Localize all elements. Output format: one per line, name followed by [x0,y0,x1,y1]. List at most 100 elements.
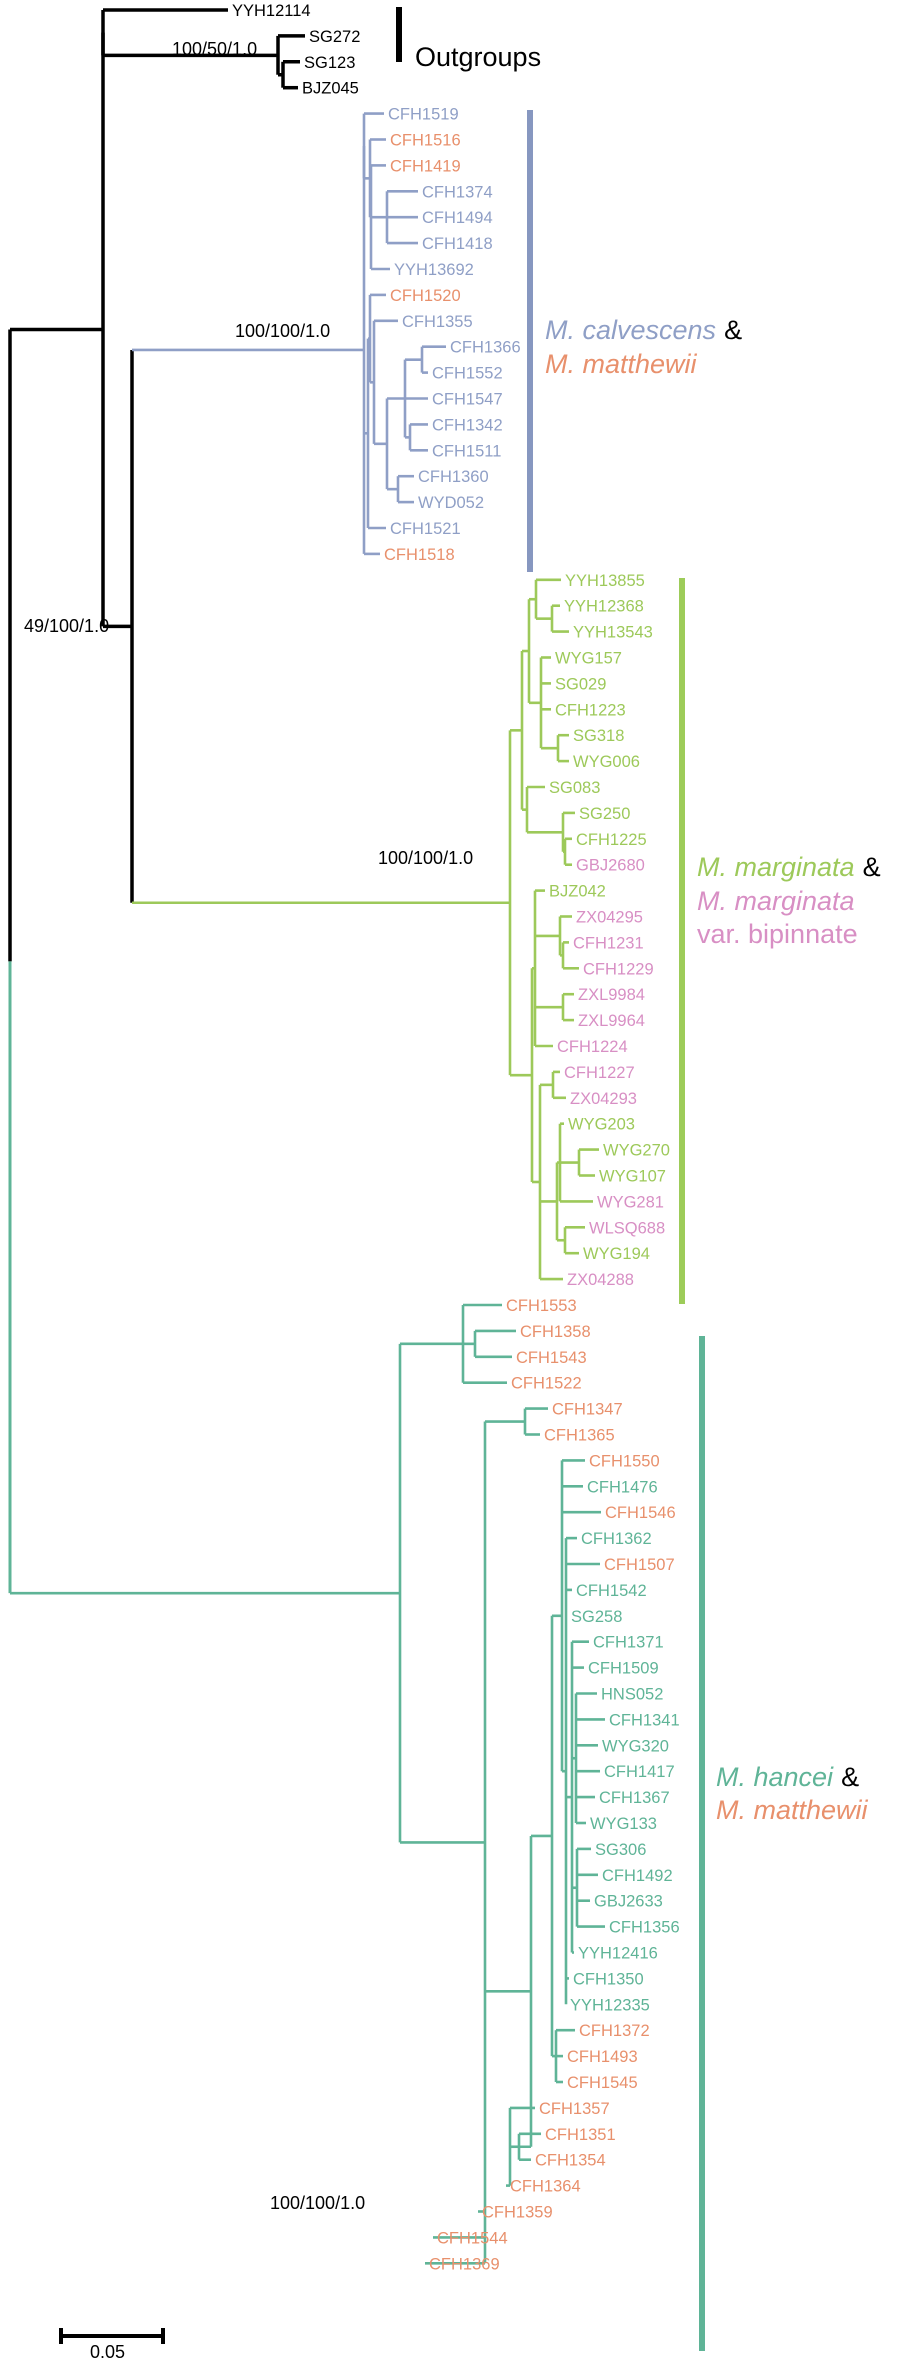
tip-label-cfh1367: CFH1367 [599,1789,670,1807]
tip-label-wyd052: WYD052 [418,494,484,512]
tip-label-yyh12416: YYH12416 [578,1945,658,1963]
tip-label-zxl9984: ZXL9984 [578,986,645,1004]
tip-label-cfh1545: CFH1545 [567,2074,638,2092]
tip-label-sg272: SG272 [309,28,360,46]
tip-label-sg083: SG083 [549,779,600,797]
scale-bar: 0.05 [59,2328,165,2359]
tip-label-cfh1342: CFH1342 [432,416,503,434]
tip-label-cfh1357: CFH1357 [539,2100,610,2118]
marginata-ampersand: & [863,852,881,882]
calvescens-taxon-name: M. calvescens [545,315,716,345]
tip-label-sg029: SG029 [555,675,606,693]
tip-label-zxl9964: ZXL9964 [578,1012,645,1030]
tip-label-sg306: SG306 [595,1841,646,1859]
marginata-variety-label: var. bipinnate [697,919,858,949]
tip-label-cfh1518: CFH1518 [384,546,455,564]
tip-label-cfh1347: CFH1347 [552,1401,623,1419]
tip-label-cfh1223: CFH1223 [555,701,626,719]
hancei-clade-label: M. hancei& [716,1762,859,1792]
tip-label-cfh1417: CFH1417 [604,1763,675,1781]
tip-label-cfh1227: CFH1227 [564,1064,635,1082]
tip-label-wyg006: WYG006 [573,753,640,771]
tip-label-wyg157: WYG157 [555,650,622,668]
marginata-clade-bar [679,578,685,1304]
tip-label-cfh1494: CFH1494 [422,209,493,227]
support-ingroup-node: 49/100/1.0 [24,616,109,636]
tip-label-cfh1511: CFH1511 [432,442,501,460]
tip-label-hns052: HNS052 [601,1686,663,1704]
tip-label-cfh1354: CFH1354 [535,2152,606,2170]
outgroups-bar [396,7,402,62]
hancei-ampersand: & [841,1762,859,1792]
tip-label-cfh1355: CFH1355 [402,313,473,331]
tip-label-cfh1350: CFH1350 [573,1970,644,1988]
tip-label-cfh1520: CFH1520 [390,287,461,305]
tip-label-cfh1359: CFH1359 [482,2204,553,2222]
outgroups-label: Outgroups [415,42,541,72]
tip-label-cfh1419: CFH1419 [390,157,461,175]
hancei-matthewii-name: M. matthewii [716,1795,869,1825]
tip-label-cfh1364: CFH1364 [510,2178,581,2196]
tip-label-sg250: SG250 [579,805,630,823]
calvescens-matthewii-name: M. matthewii [545,349,698,379]
tip-label-zx04293: ZX04293 [570,1090,637,1108]
calvescens-ampersand: & [724,315,742,345]
tip-label-wyg203: WYG203 [568,1116,635,1134]
tip-label-sg318: SG318 [573,727,624,745]
tip-label-yyh12114: YYH12114 [232,2,311,20]
tip-label-zx04288: ZX04288 [567,1271,634,1289]
support-marginata-clade: 100/100/1.0 [378,848,473,868]
tip-label-cfh1358: CFH1358 [520,1323,591,1341]
tip-label-wlsq688: WLSQ688 [589,1219,665,1237]
tip-label-cfh1369: CFH1369 [429,2255,500,2273]
tip-label-sg123: SG123 [304,54,355,72]
tip-label-yyh13855: YYH13855 [565,572,645,590]
tip-label-cfh1522: CFH1522 [511,1375,582,1393]
tip-label-cfh1507: CFH1507 [604,1556,675,1574]
tip-label-cfh1552: CFH1552 [432,365,503,383]
tip-label-cfh1476: CFH1476 [587,1478,658,1496]
hancei-clade-bar [699,1336,705,2351]
tip-label-cfh1519: CFH1519 [388,106,459,124]
tip-label-cfh1553: CFH1553 [506,1297,577,1315]
tip-label-bjz045: BJZ045 [302,80,359,98]
tip-label-cfh1544: CFH1544 [437,2229,508,2247]
marginata-clade-label: M. marginata& [697,852,881,882]
support-calvescens-clade: 100/100/1.0 [235,321,330,341]
tip-label-cfh1362: CFH1362 [581,1530,652,1548]
scale-bar-label: 0.05 [90,2342,125,2359]
tip-label-cfh1372: CFH1372 [579,2022,650,2040]
tree-branches [8,8,605,2265]
tip-label-wyg320: WYG320 [602,1737,669,1755]
tip-label-cfh1229: CFH1229 [583,960,654,978]
marginata-bipinnate-name: M. marginata [697,886,855,916]
tip-label-gbj2680: GBJ2680 [576,857,645,875]
tip-label-yyh13543: YYH13543 [573,624,653,642]
tip-label-cfh1509: CFH1509 [588,1660,659,1678]
tip-label-sg258: SG258 [571,1608,622,1626]
tip-label-cfh1516: CFH1516 [390,132,461,150]
tip-label-cfh1374: CFH1374 [422,183,493,201]
tip-label-wyg133: WYG133 [590,1815,657,1833]
tip-label-wyg281: WYG281 [597,1193,664,1211]
tip-label-cfh1550: CFH1550 [589,1452,660,1470]
tip-label-cfh1365: CFH1365 [544,1427,615,1445]
tip-label-cfh1351: CFH1351 [545,2126,616,2144]
support-outgroup-node: 100/50/1.0 [172,39,257,59]
tip-label-cfh1360: CFH1360 [418,468,489,486]
tip-label-yyh13692: YYH13692 [394,261,474,279]
tip-label-cfh1543: CFH1543 [516,1349,587,1367]
calvescens-clade-label: M. calvescens& [545,315,742,345]
hancei-taxon-name: M. hancei [716,1762,834,1792]
tip-label-gbj2633: GBJ2633 [594,1893,663,1911]
tip-label-cfh1341: CFH1341 [609,1711,680,1729]
calvescens-clade-bar [527,110,533,572]
tip-label-cfh1231: CFH1231 [573,934,644,952]
tip-label-yyh12368: YYH12368 [564,598,644,616]
tip-label-cfh1547: CFH1547 [432,391,503,409]
tip-label-cfh1521: CFH1521 [390,520,461,538]
tip-label-wyg270: WYG270 [603,1142,670,1160]
tip-label-zx04295: ZX04295 [576,909,643,927]
tip-label-cfh1492: CFH1492 [602,1867,673,1885]
